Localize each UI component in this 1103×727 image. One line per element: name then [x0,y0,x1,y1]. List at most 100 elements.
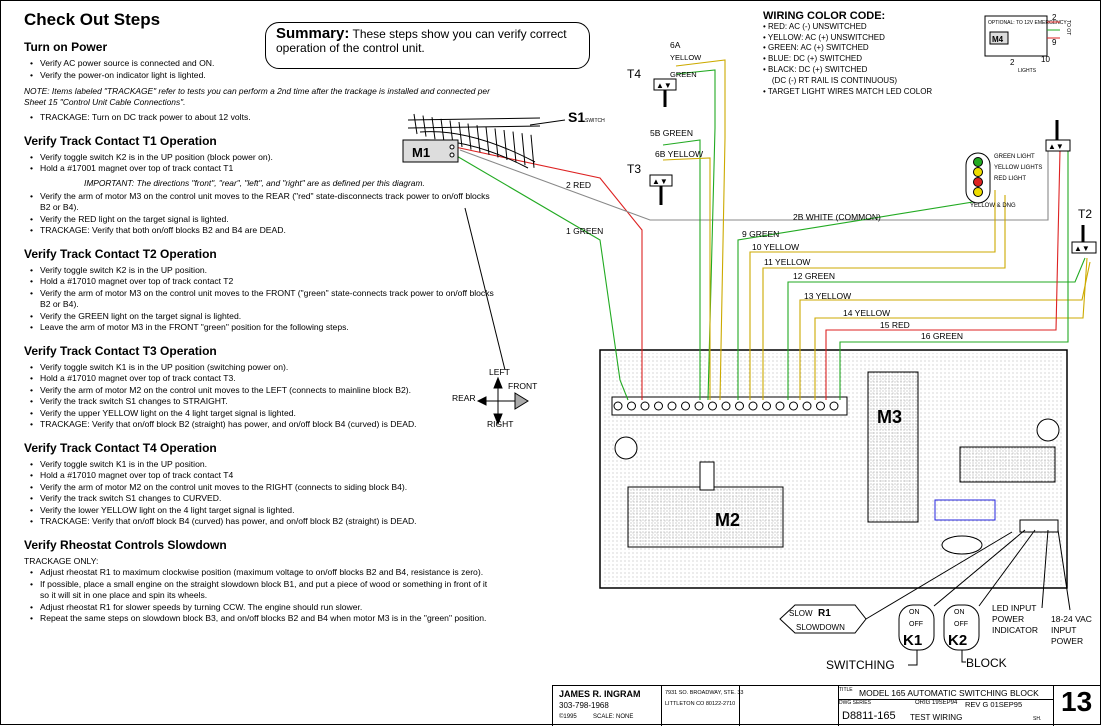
wire-t4-yellow [675,59,726,401]
wire-label: 12 GREEN [793,271,835,281]
wiring-line: • BLUE: DC (+) SWITCHED [763,54,863,64]
step-list: Verify the arm of motor M3 on the contro… [24,191,494,237]
step-item: Verify the track switch S1 changes to CU… [30,493,494,505]
tb-city: LITTLETON CO 80122-2710 [665,701,736,707]
tb-sh: SH. [1033,716,1042,722]
tb-title-label: TITLE [839,687,853,693]
toggle-off: OFF [909,621,923,628]
track-switch-s1 [407,113,541,169]
track-tie [485,126,490,155]
track-tie [440,118,445,142]
summary-head: Summary: [276,25,350,42]
wire-t4-green [675,69,716,401]
contact-t1-arrows: ▲▼ [1048,142,1064,151]
step-list: Verify AC power source is connected and … [24,58,494,81]
step-list: Verify toggle switch K1 is in the UP pos… [24,362,494,431]
terminal-screw [708,401,717,411]
tb-title: MODEL 165 AUTOMATIC SWITCHING BLOCK [859,688,1039,698]
terminal-screw [762,401,771,411]
section-heading: Verify Track Contact T4 Operation [24,440,217,455]
signal-yellow-light [973,167,983,177]
contact-t2-arrows: ▲▼ [1074,244,1090,253]
contact-label: T4 [627,67,641,81]
step-item: Verify the arm of motor M3 on the contro… [30,191,494,214]
step-item: Verify the arm of motor M2 on the contro… [30,482,494,494]
step-item: Verify the GREEN light on the target sig… [30,311,494,323]
slow-text: SLOWDOWN [796,623,845,632]
step-item: Hold a #17001 magnet over top of track c… [30,163,494,175]
wire-label: 9 GREEN [742,229,779,239]
summary-body: These steps show you can verify correct … [276,27,567,55]
step-item: Adjust rheostat R1 to maximum clockwise … [30,567,494,579]
dir-right: RIGHT [487,419,513,429]
inset-num: 10 [1041,55,1050,64]
toggle-caption: SWITCHING [826,658,895,672]
wiring-line: • BLACK: DC (+) SWITCHED [763,64,868,74]
track-tie [530,134,535,168]
wire-label: 6B YELLOW [655,149,703,159]
inset-text: LIGHTS [1018,68,1037,74]
step-list: Verify toggle switch K2 is in the UP pos… [24,265,494,334]
wire-label: 5B GREEN [650,128,693,138]
tb-rev: REV G 01SEP95 [965,700,1023,709]
wiring-line: • RED: AC (-) UNSWITCHED [763,21,867,31]
wire-5b-green [662,139,701,400]
signal-red-light [973,177,983,187]
steps-sections: Turn on PowerVerify AC power source is c… [24,40,494,625]
wire-15-red [825,149,1061,400]
wire-label: 13 YELLOW [804,291,851,301]
step-item: Verify the track switch S1 changes to ST… [30,396,494,408]
toggle-on: ON [909,609,920,616]
tb-phone: 303-798-1968 [559,701,609,710]
step-item: TRACKAGE: Verify that both on/off blocks… [30,225,494,237]
tb-name: JAMES R. INGRAM [559,689,641,699]
wire-12-green [787,257,1086,400]
step-item: If possible, place a small engine on the… [30,579,494,602]
terminal-screw [627,401,636,411]
step-item: Verify the RED light on the target signa… [30,214,494,226]
wiring-color-code: WIRING COLOR CODE: • RED: AC (-) UNSWITC… [763,11,932,97]
motor-label: M1 [412,145,430,160]
signal-yellow-light [973,187,983,197]
step-item: Adjust rheostat R1 for slower speeds by … [30,602,494,614]
track-tie [521,133,526,166]
motor-label: M3 [877,407,902,427]
dir-left: LEFT [489,367,510,377]
step-item: Verify the lower YELLOW light on the 4 l… [30,505,494,517]
tb-sheet: 13 [1061,686,1093,717]
step-item: Hold a #17010 magnet over top of track c… [30,470,494,482]
track-tie [431,117,436,140]
wire-label: 14 YELLOW [843,308,890,318]
wire-label: 1 GREEN [566,226,603,236]
tb-dwg-label: DWG SERIES [839,700,871,706]
contact-t1 [1045,139,1071,152]
inset-num: 9 [1052,38,1057,47]
step-item: Verify toggle switch K2 is in the UP pos… [30,265,494,277]
wire-label: 10 YELLOW [752,242,799,252]
wiring-title: WIRING COLOR CODE: [763,10,886,22]
step-list: Adjust rheostat R1 to maximum clockwise … [24,567,494,625]
section-heading: Verify Track Contact T2 Operation [24,246,217,261]
track-tie [512,131,517,163]
wire-label: YELLOW [670,53,702,62]
summary-box: Summary: These steps show you can verify… [265,22,590,69]
slow-text: SLOW [789,609,813,618]
inset-num: 2 [1052,13,1057,22]
wire-label: 2 RED [566,180,591,190]
contact-label: T2 [1078,207,1092,221]
track-tie [422,115,427,137]
signal-sub: YELLOW & DNG [970,203,1016,209]
contact-t2 [1071,241,1097,254]
step-list: TRACKAGE: Turn on DC track power to abou… [24,112,494,124]
note: NOTE: Items labeled "TRACKAGE" refer to … [24,86,490,107]
terminal-screw [640,401,650,411]
wire-2-red [454,146,643,400]
terminal-screw [613,401,623,411]
step-item: TRACKAGE: Verify that on/off block B2 (s… [30,419,494,431]
rheostat-knob [614,436,638,460]
toggle-label: K2 [948,632,967,649]
dir-rear: REAR [452,393,476,403]
